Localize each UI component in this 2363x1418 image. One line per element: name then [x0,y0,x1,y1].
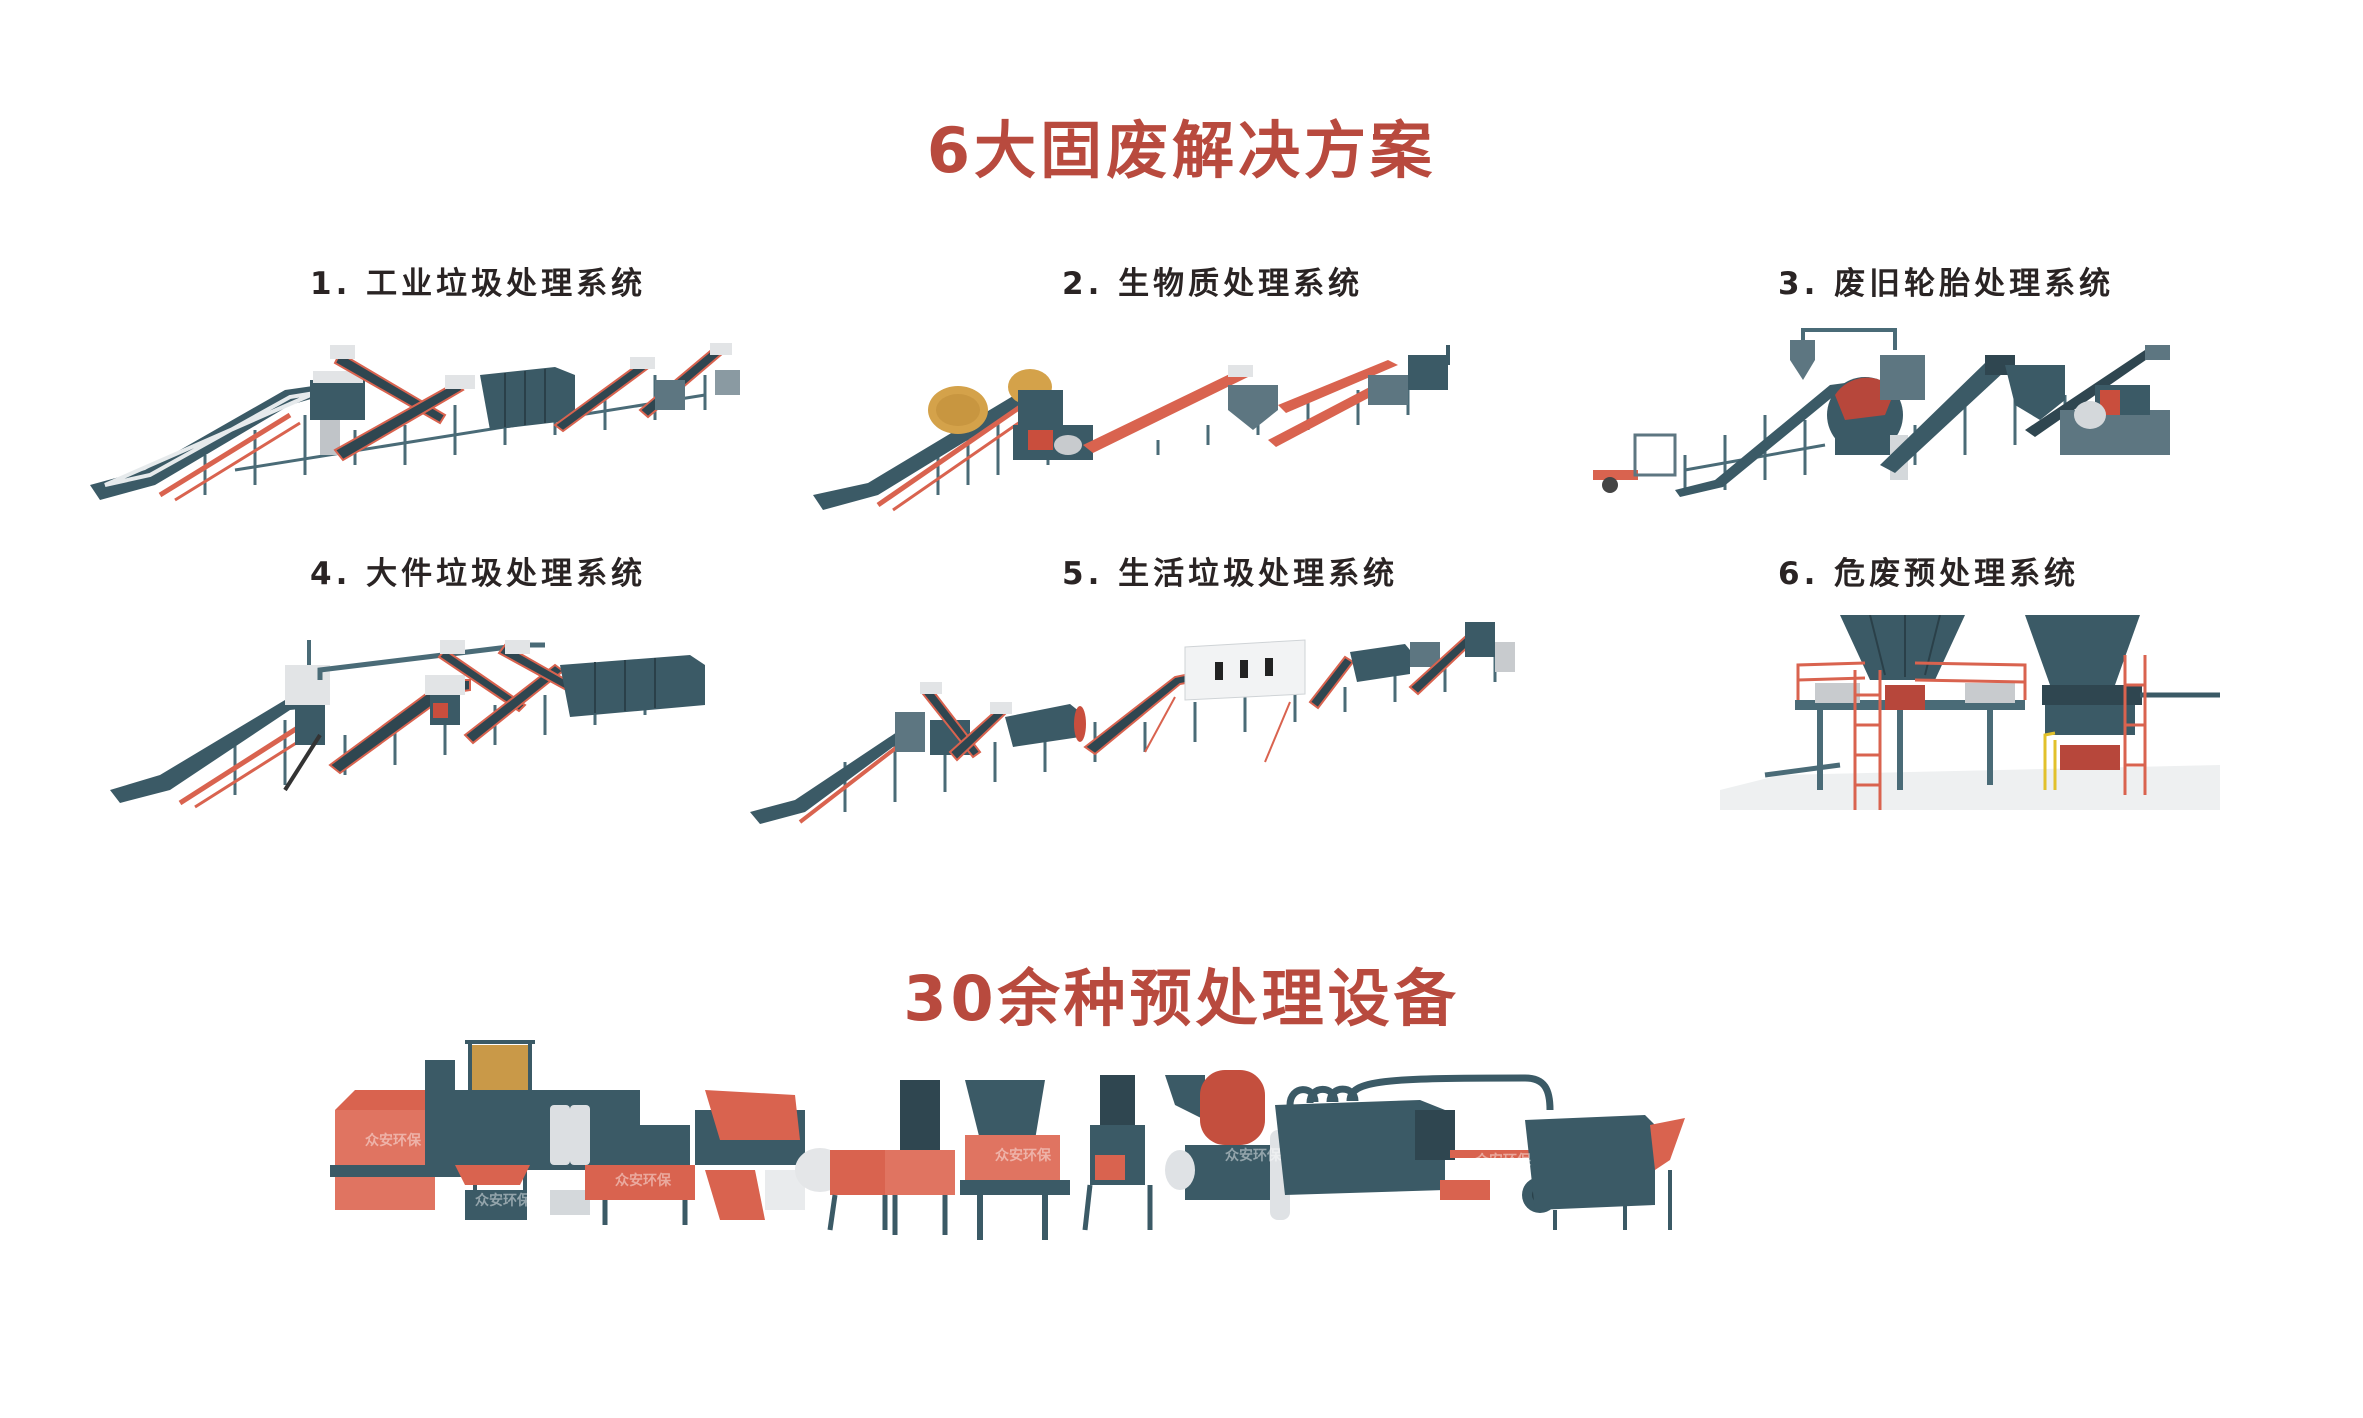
watermark-text: 众安环保 [365,1132,422,1149]
tire-recycling-line-image [1585,325,2220,505]
solutions-title: 6大固废解决方案 [926,114,1437,187]
svg-text:众安环保: 众安环保 [1475,1152,1532,1169]
biomass-line-image [808,345,1463,520]
industrial-waste-line-image [85,335,755,515]
svg-text:众安环保: 众安环保 [995,1147,1052,1164]
svg-text:众安环保: 众安环保 [475,1192,532,1209]
system-label-tire: 3. 废旧轮胎处理系统 [1778,266,2115,302]
svg-text:众安环保: 众安环保 [1225,1147,1282,1164]
household-waste-line-image [745,612,1575,827]
system-label-bulky: 4. 大件垃圾处理系统 [310,556,647,592]
system-label-hazardous: 6. 危废预处理系统 [1778,556,2080,592]
system-label-biomass: 2. 生物质处理系统 [1062,266,1364,302]
equipment-lineup-image: 众安环保 众安环保 众安环保 众安环保 众安环保 众安环保 [325,1030,2065,1250]
bulky-waste-line-image [105,625,735,810]
svg-text:众安环保: 众安环保 [615,1172,672,1189]
hazardous-waste-plant-image [1720,615,2220,810]
system-label-household: 5. 生活垃圾处理系统 [1062,556,1399,592]
equipment-title: 30余种预处理设备 [903,962,1460,1035]
system-label-industrial: 1. 工业垃圾处理系统 [310,266,647,302]
